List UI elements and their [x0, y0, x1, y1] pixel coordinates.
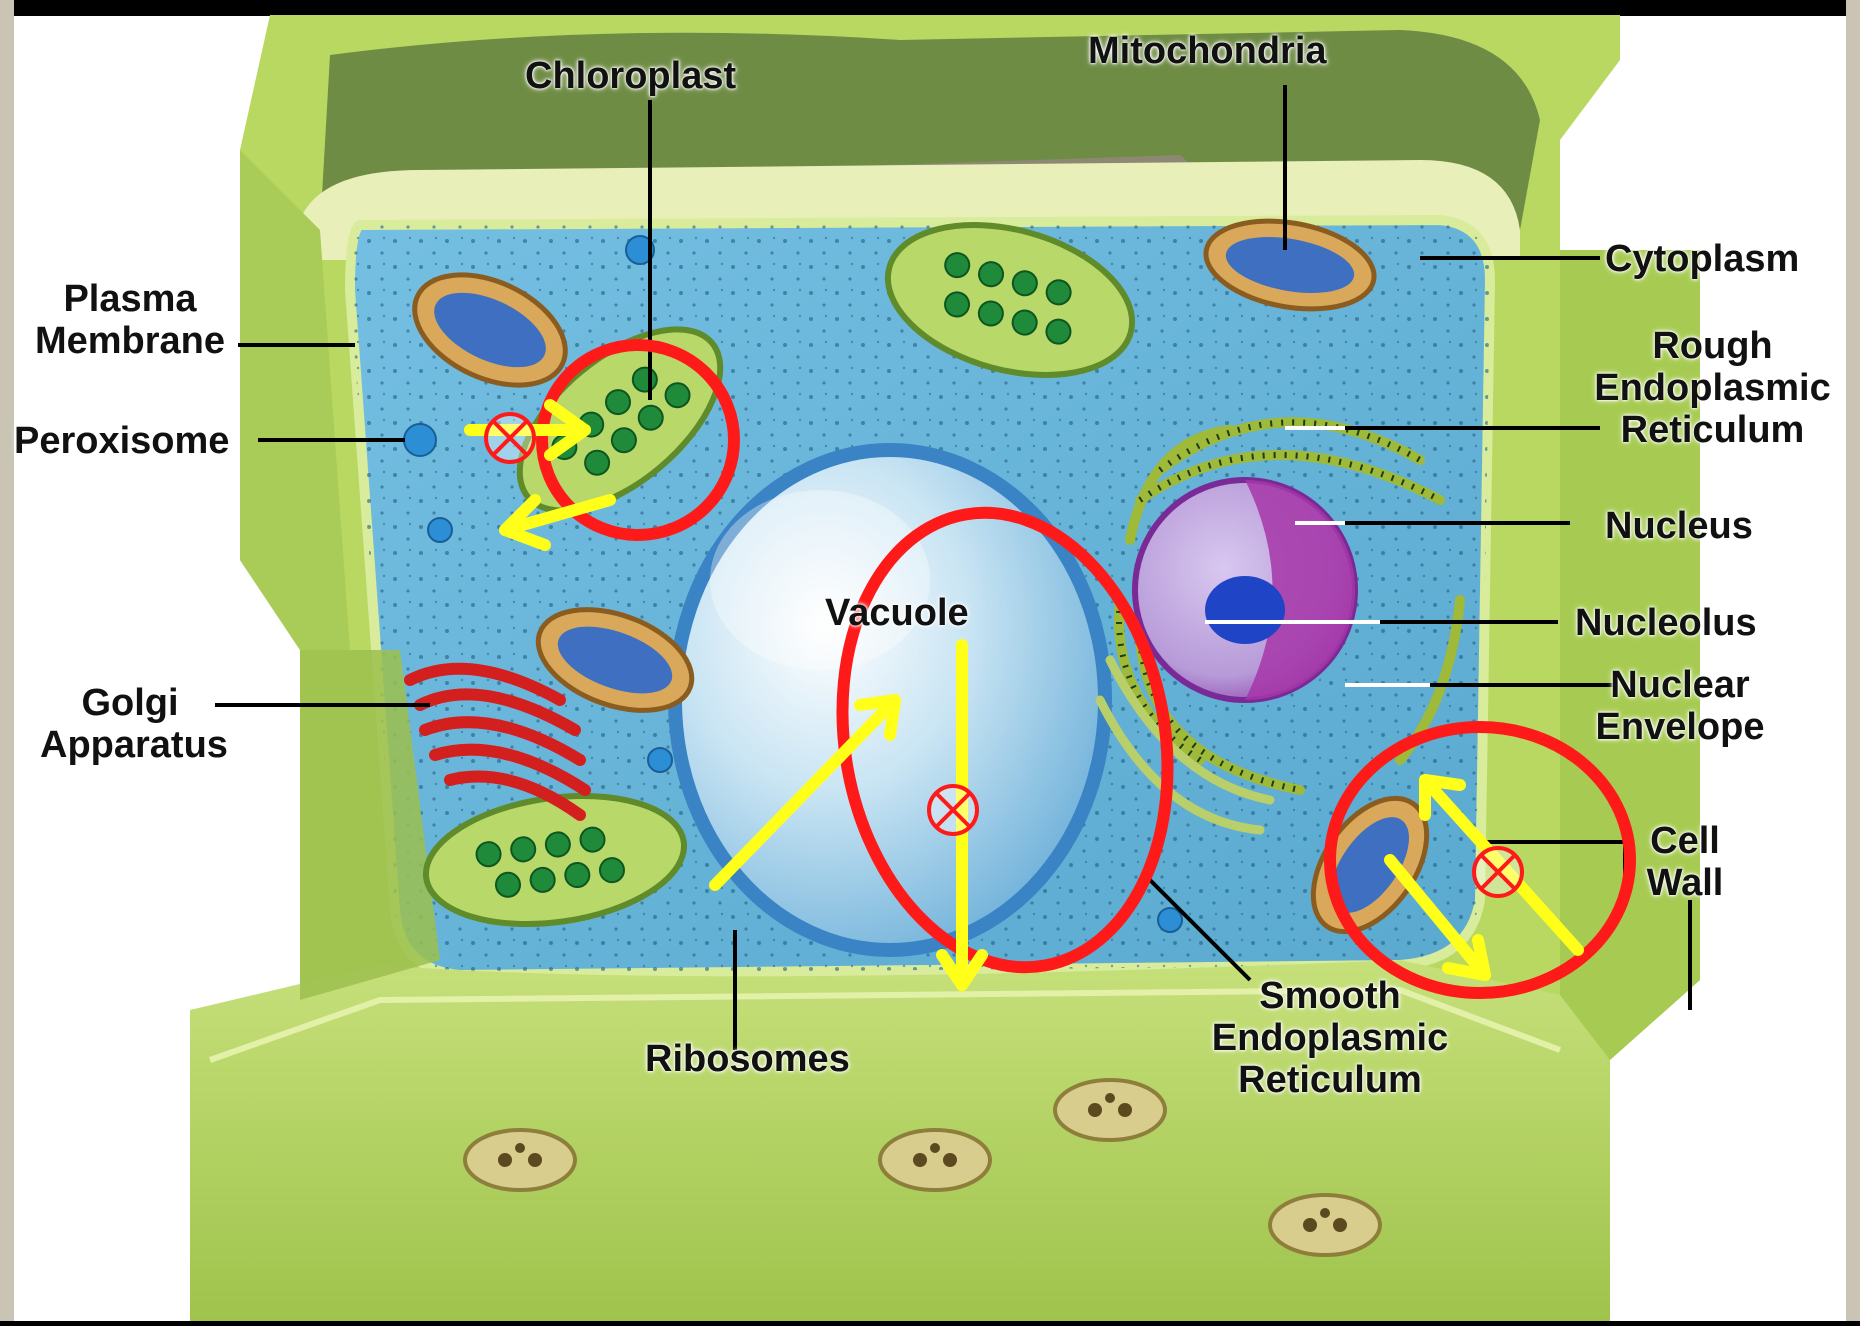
vacuole-highlight [710, 490, 930, 670]
frame-top-band [0, 0, 1860, 16]
frame-left-band [0, 0, 14, 1321]
nucleolus [1205, 576, 1285, 644]
cell-wall-right-side [1560, 250, 1700, 1060]
frame-right-band [1846, 0, 1860, 1321]
